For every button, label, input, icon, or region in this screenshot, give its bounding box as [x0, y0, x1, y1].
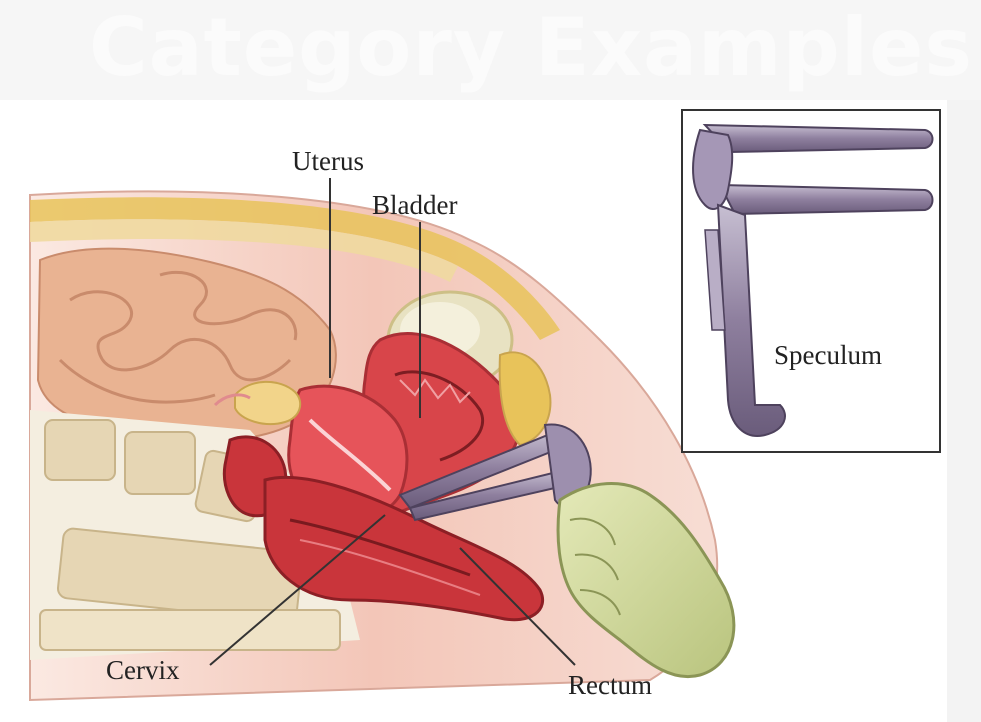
- speculum-label: Speculum: [774, 340, 882, 371]
- speculum-inset: [682, 110, 940, 452]
- uterus-label: Uterus: [292, 146, 364, 177]
- bladder-label: Bladder: [372, 190, 457, 221]
- cervix-label: Cervix: [106, 655, 180, 686]
- rectum-label: Rectum: [568, 670, 652, 701]
